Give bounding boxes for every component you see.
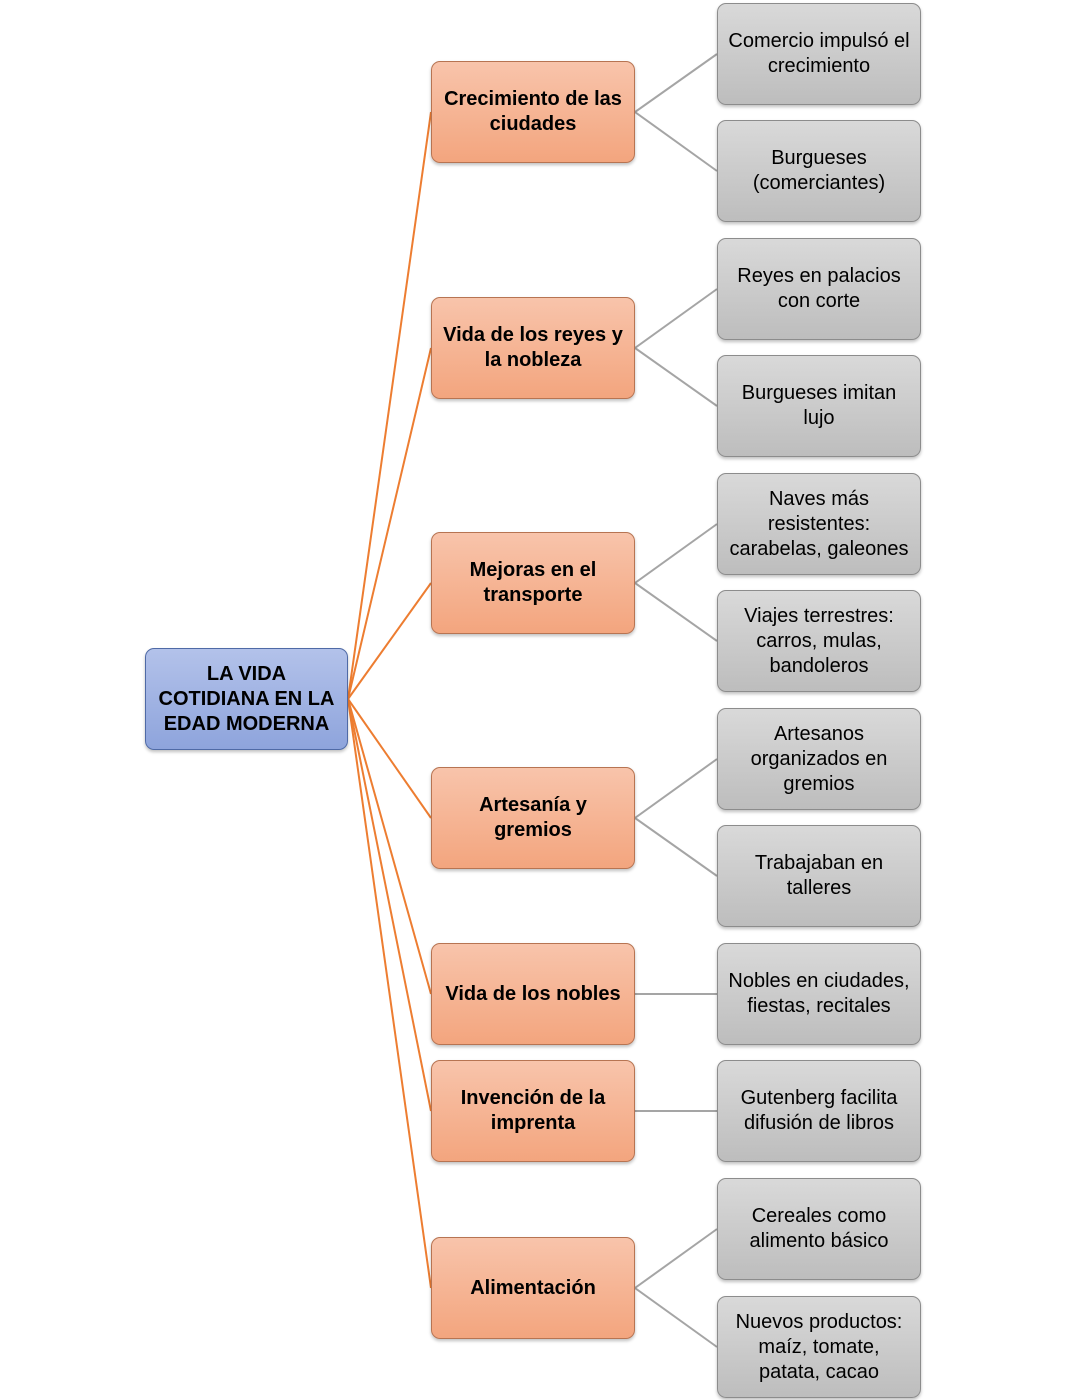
branch-leaf-connector — [634, 582, 718, 642]
root-branch-connector — [347, 698, 432, 1289]
branch-leaf-connector — [634, 111, 718, 172]
branch-leaf-connector — [634, 53, 718, 113]
leaf-node-talleres: Trabajaban en talleres — [717, 825, 921, 927]
branch-node-alimentacion: Alimentación — [431, 1237, 635, 1339]
leaf-label: Burgueses (comerciantes) — [752, 147, 886, 194]
leaf-node-palacios: Reyes en palacios con corte — [717, 238, 921, 340]
branch-node-imprenta: Invención de la imprenta — [431, 1060, 635, 1162]
leaf-node-artesanos: Artesanos organizados en gremios — [717, 708, 921, 810]
leaf-label: Burgueses imitan lujo — [741, 382, 897, 429]
leaf-label: Comercio impulsó el crecimiento — [728, 30, 910, 77]
branch-label: Invención de la imprenta — [460, 1087, 606, 1134]
leaf-node-lujo: Burgueses imitan lujo — [717, 355, 921, 457]
leaf-label: Artesanos organizados en gremios — [750, 722, 888, 795]
branch-leaf-connector — [634, 523, 718, 584]
root-branch-connector — [347, 582, 432, 700]
branch-leaf-connector — [634, 1228, 718, 1289]
branch-leaf-connector — [634, 1287, 718, 1348]
branch-label: Crecimiento de las ciudades — [444, 88, 622, 135]
leaf-node-nuevos-productos: Nuevos productos: maíz, tomate, patata, … — [717, 1296, 921, 1398]
leaf-label: Viajes terrestres: carros, mulas, bandol… — [744, 604, 894, 677]
branch-node-gremios: Artesanía y gremios — [431, 767, 635, 869]
leaf-node-viajes: Viajes terrestres: carros, mulas, bandol… — [717, 590, 921, 692]
branch-label: Artesanía y gremios — [479, 794, 587, 841]
root-node: LA VIDA COTIDIANA EN LA EDAD MODERNA — [145, 648, 348, 750]
root-branch-connector — [347, 347, 432, 700]
leaf-node-burgueses: Burgueses (comerciantes) — [717, 120, 921, 222]
branch-label: Vida de los nobles — [445, 982, 621, 1005]
leaf-node-gutenberg: Gutenberg facilita difusión de libros — [717, 1060, 921, 1162]
branch-leaf-connector — [634, 288, 718, 349]
branch-node-ciudades: Crecimiento de las ciudades — [431, 61, 635, 163]
leaf-label: Gutenberg facilita difusión de libros — [740, 1087, 898, 1134]
leaf-label: Cereales como alimento básico — [749, 1205, 889, 1252]
root-label: LA VIDA COTIDIANA EN LA EDAD MODERNA — [158, 662, 335, 735]
root-branch-connector — [347, 698, 432, 819]
root-branch-connector — [347, 698, 432, 995]
leaf-label: Reyes en palacios con corte — [737, 265, 901, 312]
leaf-label: Trabajaban en talleres — [754, 852, 884, 899]
branch-leaf-connector — [634, 817, 718, 877]
root-branch-connector — [347, 111, 432, 700]
branch-node-nobles: Vida de los nobles — [431, 943, 635, 1045]
branch-leaf-connector — [634, 347, 718, 407]
branch-leaf-connector — [634, 758, 718, 819]
branch-label: Alimentación — [470, 1276, 596, 1299]
leaf-label: Naves más resistentes: carabelas, galeon… — [729, 487, 909, 560]
branch-node-reyes: Vida de los reyes y la nobleza — [431, 297, 635, 399]
leaf-node-comercio: Comercio impulsó el crecimiento — [717, 3, 921, 105]
leaf-label: Nobles en ciudades, fiestas, recitales — [728, 970, 910, 1017]
root-branch-connector — [347, 698, 432, 1112]
leaf-node-cereales: Cereales como alimento básico — [717, 1178, 921, 1280]
branch-label: Vida de los reyes y la nobleza — [443, 324, 623, 371]
leaf-label: Nuevos productos: maíz, tomate, patata, … — [735, 1310, 903, 1383]
branch-node-transporte: Mejoras en el transporte — [431, 532, 635, 634]
leaf-node-fiestas: Nobles en ciudades, fiestas, recitales — [717, 943, 921, 1045]
branch-label: Mejoras en el transporte — [469, 559, 597, 606]
leaf-node-naves: Naves más resistentes: carabelas, galeon… — [717, 473, 921, 575]
